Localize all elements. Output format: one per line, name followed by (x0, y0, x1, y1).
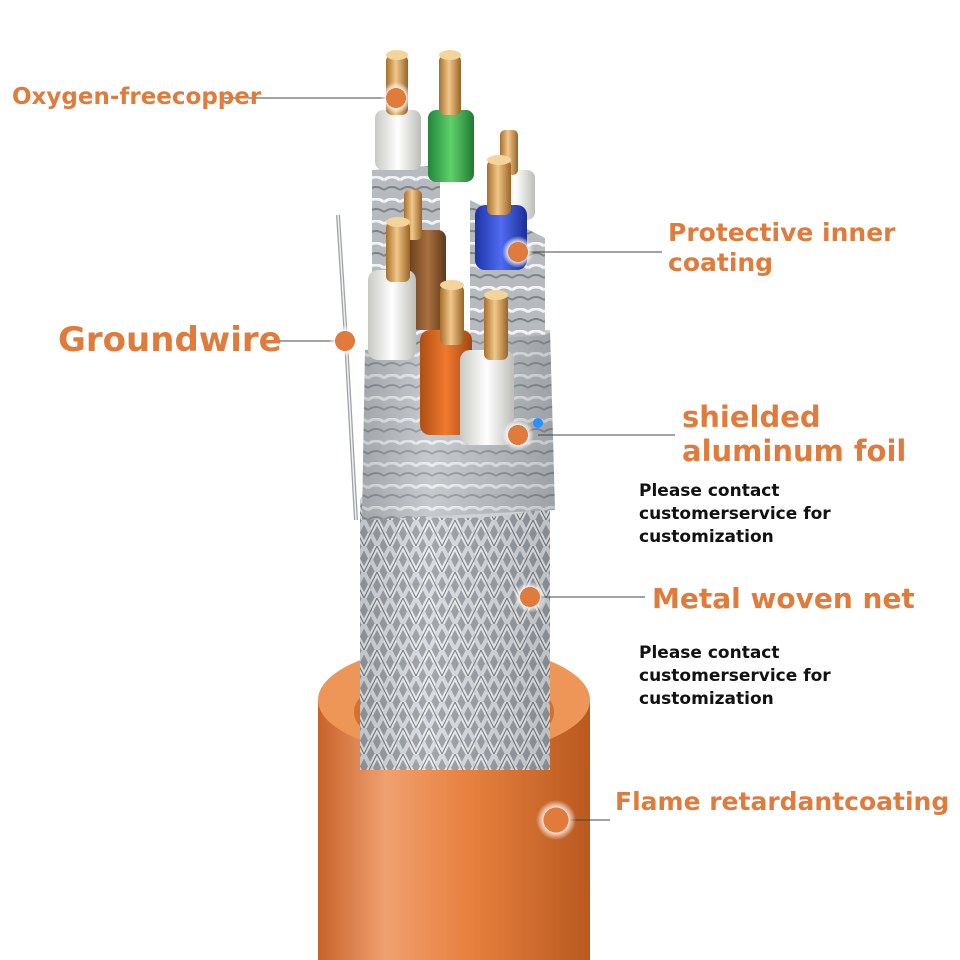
callout-dot-icon (536, 800, 576, 840)
callout-dots (329, 82, 576, 840)
label-protective-inner-line2: coating (668, 248, 774, 277)
callout-dot-icon (514, 581, 546, 613)
note-net-line3: customization (639, 689, 774, 709)
callout-dot-icon (502, 236, 534, 268)
metal-woven-net (360, 482, 550, 770)
callout-dot-icon (502, 419, 534, 451)
label-oxygen-free-copper: Oxygen-freecopper (12, 84, 262, 110)
label-shielded-line1: shielded (682, 400, 821, 434)
label-metal-woven-net: Metal woven net (652, 582, 915, 615)
note-foil-line2: customerservice for (639, 504, 831, 524)
leader-lines (222, 97, 675, 821)
note-net-customization: Please contact customerservice for custo… (639, 642, 831, 711)
label-protective-inner-coating: Protective inner coating (668, 218, 895, 278)
note-net-line2: customerservice for (639, 666, 831, 686)
callout-dot-icon (380, 82, 412, 114)
ground-wire (336, 214, 358, 521)
label-protective-inner-line1: Protective inner (668, 218, 896, 247)
note-foil-line3: customization (639, 527, 774, 547)
label-groundwire: Groundwire (58, 320, 282, 360)
label-flame-retardant-coating: Flame retardantcoating (615, 787, 950, 816)
label-shielded-aluminum-foil: shielded aluminum foil (682, 400, 906, 468)
label-shielded-line2: aluminum foil (682, 434, 907, 468)
note-foil-line1: Please contact (639, 481, 780, 501)
callout-dot-icon (329, 325, 361, 357)
note-net-line1: Please contact (639, 643, 780, 663)
note-foil-customization: Please contact customerservice for custo… (639, 480, 831, 549)
